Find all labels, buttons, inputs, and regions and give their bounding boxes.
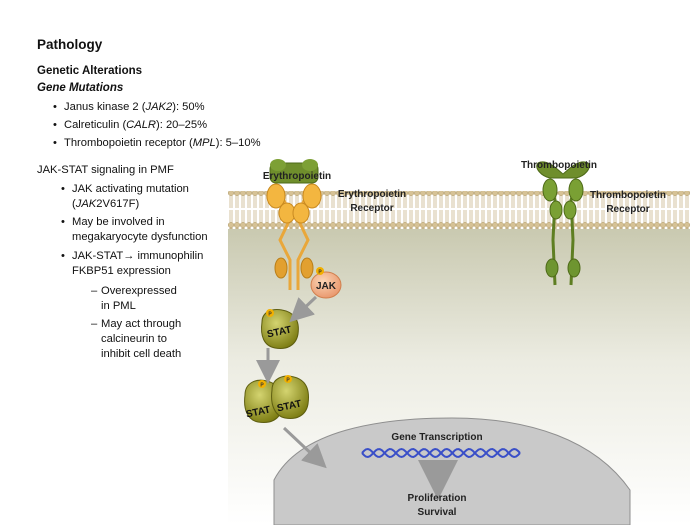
stat-monomer <box>261 309 299 349</box>
jak-bullet-mutation-line1: JAK activating mutation <box>61 183 189 195</box>
sub-bullet-overexpressed-line1: Overexpressed <box>91 285 177 297</box>
dimer-stat-label-right: STAT <box>276 399 302 415</box>
dimer-phospho-label-left: P <box>260 383 264 389</box>
jak-label: JAK <box>316 281 337 292</box>
dimer-phospho-label-right: P <box>286 378 290 384</box>
tpo-receptor-label-line2: Receptor <box>606 204 649 215</box>
jak-phospho-label: P <box>318 270 322 276</box>
epo-receptor-label-line1: Erythropoietin <box>338 189 406 200</box>
page-title: Pathology <box>37 37 103 52</box>
thrombopoietin-receptor <box>542 178 584 286</box>
erythropoietin-ligand <box>269 159 319 184</box>
mutation-item-mpl: Thrombopoietin receptor (MPL): 5–10% <box>53 137 260 149</box>
arrow-dimer-to-nucleus <box>282 426 327 469</box>
tpo-receptor-label-line1: Thrombopoietin <box>590 190 666 201</box>
jak-stat-heading: JAK-STAT signaling in PMF <box>37 164 174 176</box>
stat-label: STAT <box>266 325 292 341</box>
mutation-item-calr: Calreticulin (CALR): 20–25% <box>53 119 207 131</box>
dna-helix <box>361 447 521 459</box>
genetic-alterations-heading: Genetic Alterations <box>37 65 143 77</box>
jak-bullet-megakaryocyte-line2: megakaryocyte dysfunction <box>72 231 208 243</box>
sub-bullet-calcineurin-line3: inhibit cell death <box>101 348 182 360</box>
thrombopoietin-ligand <box>536 161 590 179</box>
erythropoietin-receptor <box>266 183 322 290</box>
sub-bullet-calcineurin-line1: May act through <box>91 318 181 330</box>
jak-phospho <box>316 267 324 275</box>
jak-bullet-fkbp51-line2: FKBP51 expression <box>72 265 171 277</box>
mutation-item-jak2: Janus kinase 2 (JAK2): 50% <box>53 101 205 113</box>
gene-transcription-label: Gene Transcription <box>391 432 482 443</box>
thrombopoietin-label: Thrombopoietin <box>521 160 597 171</box>
sub-bullet-calcineurin-line2: calcineurin to <box>101 333 167 345</box>
dimer-stat-label-left: STAT <box>245 405 271 421</box>
arrow-jak-to-stat <box>289 295 318 323</box>
jak-protein <box>310 271 342 299</box>
outcome-label-line2: Survival <box>418 507 457 518</box>
jak-bullet-fkbp51-line1: JAK-STAT→ immunophilin <box>61 250 203 262</box>
stat-phospho-label: P <box>268 312 272 318</box>
epo-receptor-label-line2: Receptor <box>350 203 393 214</box>
dna-strand <box>361 447 521 459</box>
gene-mutations-subheading: Gene Mutations <box>37 82 124 94</box>
jak-bullet-megakaryocyte-line1: May be involved in <box>61 216 165 228</box>
erythropoietin-label: Erythropoietin <box>263 171 331 182</box>
sub-bullet-overexpressed-line2: in PML <box>101 300 136 312</box>
jak-bullet-mutation-line2: (JAK2V617F) <box>72 198 140 210</box>
outcome-label-line1: Proliferation <box>408 493 467 504</box>
